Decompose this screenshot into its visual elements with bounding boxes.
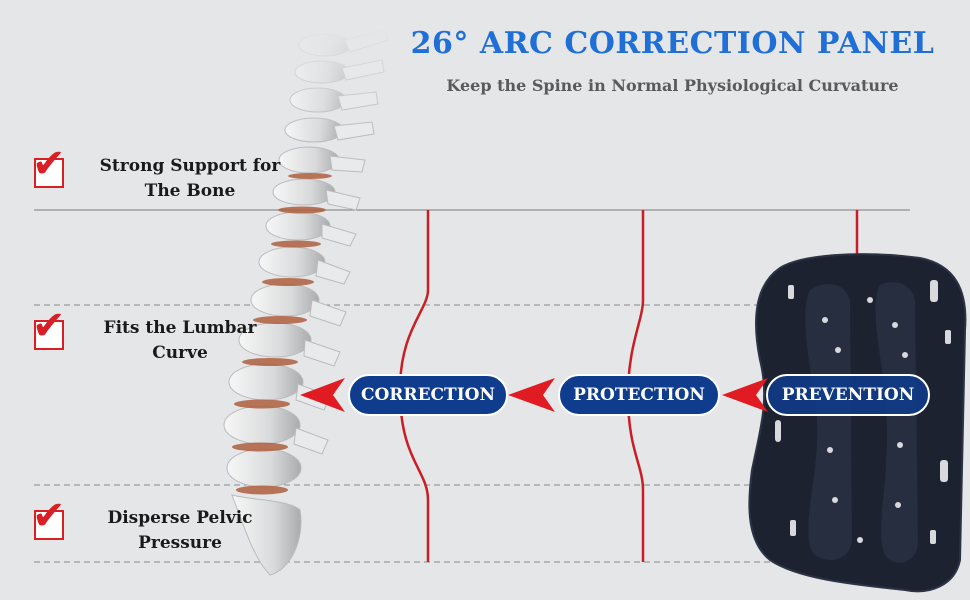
feature-line-1: Disperse Pelvic bbox=[107, 508, 253, 528]
checkmark-icon: ✔ bbox=[32, 493, 66, 539]
checkmark-icon: ✔ bbox=[32, 141, 66, 187]
feature-line-2: Pressure bbox=[138, 533, 222, 553]
checkbox-icon bbox=[34, 510, 64, 540]
feature-line-2: Curve bbox=[152, 343, 208, 363]
feature-label: Fits the Lumbar Curve bbox=[80, 316, 280, 366]
page-title: 26° ARC CORRECTION PANEL bbox=[410, 26, 935, 61]
arrow-to-protection-icon bbox=[722, 378, 768, 412]
lumbar-support-panel bbox=[748, 253, 967, 593]
protection-badge: PROTECTION bbox=[558, 374, 720, 416]
checkbox-icon bbox=[34, 158, 64, 188]
feature-line-2: The Bone bbox=[144, 181, 236, 201]
feature-label: Strong Support for The Bone bbox=[80, 154, 300, 204]
spine-illustration bbox=[223, 25, 400, 576]
checkbox-icon bbox=[34, 320, 64, 350]
arrow-to-spine-icon bbox=[300, 378, 345, 412]
arrow-to-correction-icon bbox=[508, 378, 555, 412]
checkmark-icon: ✔ bbox=[32, 303, 66, 349]
page-subtitle: Keep the Spine in Normal Physiological C… bbox=[446, 76, 899, 95]
prevention-badge: PREVENTION bbox=[766, 374, 930, 416]
feature-line-1: Strong Support for bbox=[99, 156, 281, 176]
correction-badge: CORRECTION bbox=[348, 374, 508, 416]
feature-label: Disperse Pelvic Pressure bbox=[80, 506, 280, 556]
feature-line-1: Fits the Lumbar bbox=[103, 318, 257, 338]
